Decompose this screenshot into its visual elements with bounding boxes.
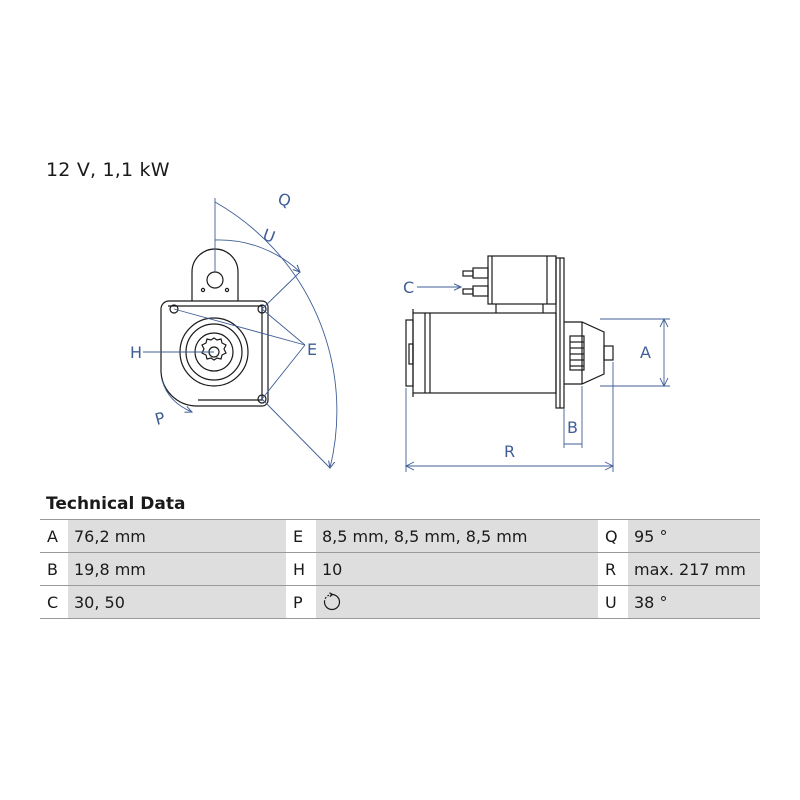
table-row: B 19,8 mm H 10 R max. 217 mm <box>40 552 760 586</box>
label-e: E <box>307 340 317 359</box>
front-view-dimensions <box>143 198 338 468</box>
dimension-arc-u <box>214 239 300 272</box>
label-r: R <box>504 442 515 461</box>
label-h: H <box>130 343 142 362</box>
label-a: A <box>640 343 651 362</box>
front-view <box>160 248 269 407</box>
label-c: C <box>403 278 414 297</box>
value-q: 95 ° <box>628 519 760 553</box>
key-b: B <box>40 552 68 586</box>
label-u: U <box>260 225 278 247</box>
table-row: C 30, 50 P U 38 ° <box>40 585 760 619</box>
value-e: 8,5 mm, 8,5 mm, 8,5 mm <box>316 519 598 553</box>
label-q: Q <box>275 189 293 211</box>
table-row: A 76,2 mm E 8,5 mm, 8,5 mm, 8,5 mm Q 95 … <box>40 519 760 553</box>
value-c: 30, 50 <box>68 585 286 619</box>
label-b: B <box>567 418 578 437</box>
key-e: E <box>286 519 316 553</box>
key-c: C <box>40 585 68 619</box>
technical-data-table: A 76,2 mm E 8,5 mm, 8,5 mm, 8,5 mm Q 95 … <box>40 519 760 619</box>
pinion <box>569 335 585 371</box>
rotation-arc-p <box>161 379 192 412</box>
key-u: U <box>598 585 628 619</box>
value-a: 76,2 mm <box>68 519 286 553</box>
spec-title: 12 V, 1,1 kW <box>46 159 170 181</box>
value-r: max. 217 mm <box>628 552 760 586</box>
value-b: 19,8 mm <box>68 552 286 586</box>
bolt-hole <box>169 304 179 314</box>
starter-motor-drawing: Q U E H P <box>130 189 670 472</box>
key-q: Q <box>598 519 628 553</box>
value-h: 10 <box>316 552 598 586</box>
bolt-hole <box>257 394 267 404</box>
clockwise-rotation-icon <box>323 592 341 611</box>
key-r: R <box>598 552 628 586</box>
key-p: P <box>286 585 316 619</box>
value-p <box>316 585 598 619</box>
flange-plate <box>160 300 269 407</box>
key-h: H <box>286 552 316 586</box>
value-u: 38 ° <box>628 585 760 619</box>
key-a: A <box>40 519 68 553</box>
label-p: P <box>153 408 168 429</box>
motor-housing <box>412 312 557 394</box>
ear-hole <box>206 271 224 289</box>
table-title: Technical Data <box>46 494 186 514</box>
dimension-arc-q <box>214 201 338 468</box>
side-view <box>405 255 614 409</box>
bolt-hole <box>257 304 267 314</box>
pinion-gear <box>201 337 227 361</box>
side-view-dimensions <box>404 287 670 472</box>
solenoid <box>487 255 557 305</box>
